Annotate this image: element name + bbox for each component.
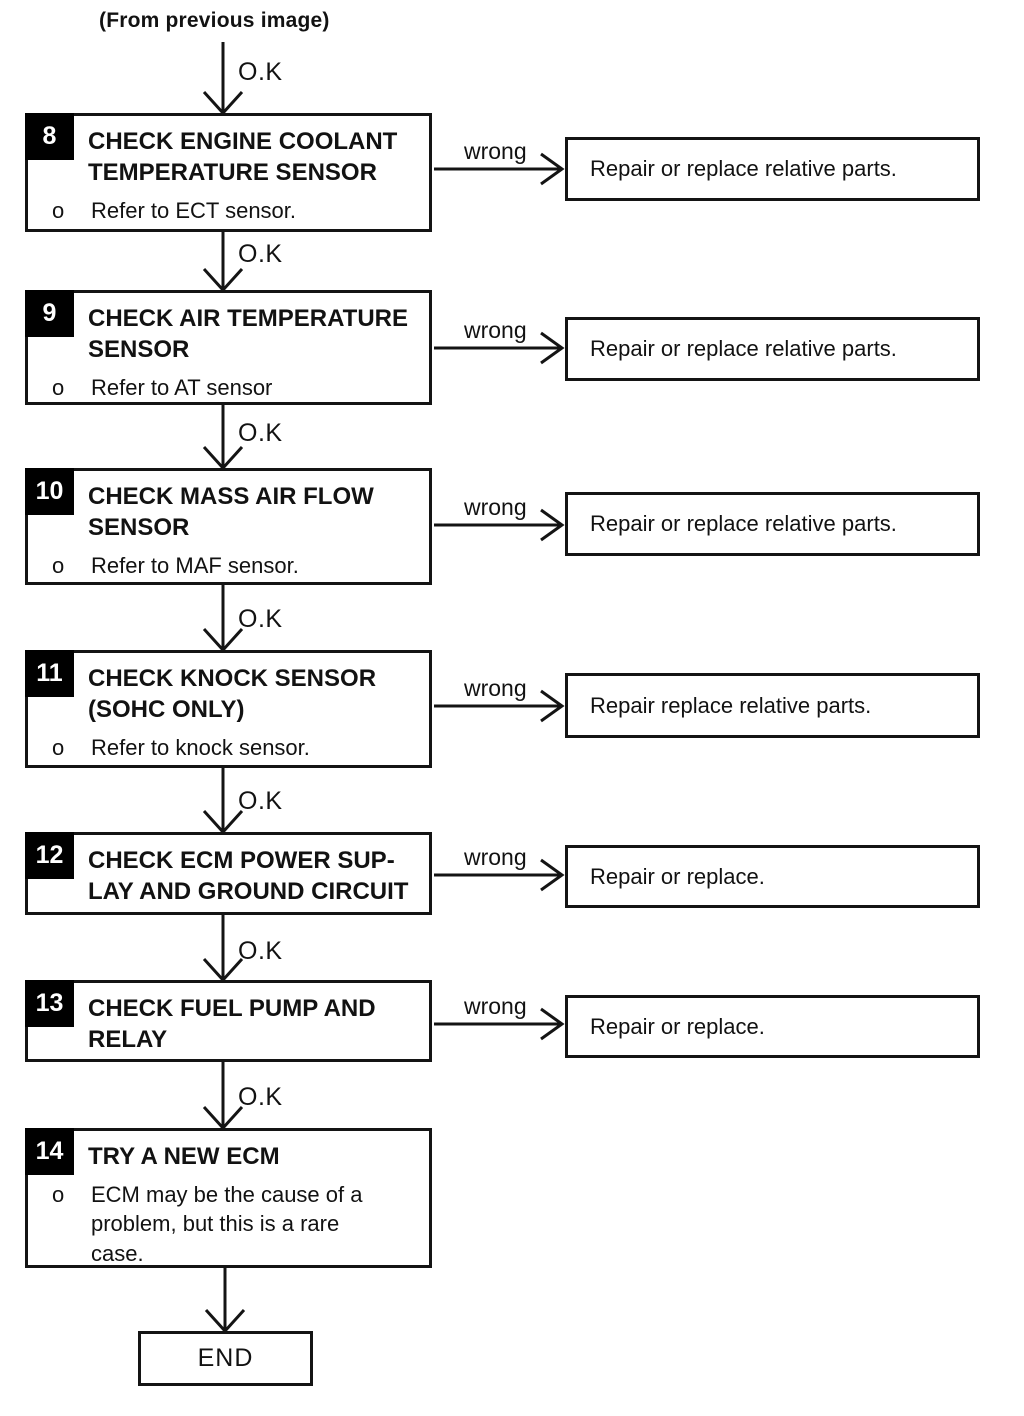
step-note: o Refer to ECT sensor. — [52, 196, 423, 225]
down-arrowhead — [202, 809, 244, 835]
step-number-badge: 8 — [25, 113, 74, 160]
wrong-label-11: wrong — [464, 675, 527, 701]
wrong-label-12: wrong — [464, 844, 527, 870]
step-box-12: 12 CHECK ECM POWER SUP- LAY AND GROUND C… — [25, 832, 432, 915]
action-box-10: Repair or replace relative parts. — [565, 492, 980, 556]
action-box-11: Repair replace relative parts. — [565, 673, 980, 738]
step-number-badge: 9 — [25, 290, 74, 337]
wrong-label-10: wrong — [464, 494, 527, 520]
wrong-label-8: wrong — [464, 138, 527, 164]
right-arrowhead — [540, 508, 565, 542]
step-box-10: 10 CHECK MASS AIR FLOW SENSOR o Refer to… — [25, 468, 432, 585]
step-box-14: 14 TRY A NEW ECM o ECM may be the cause … — [25, 1128, 432, 1268]
step-box-13: 13 CHECK FUEL PUMP AND RELAY — [25, 980, 432, 1062]
bullet-marker: o — [52, 1182, 65, 1208]
step-number-badge: 10 — [25, 468, 74, 515]
down-arrowhead — [202, 267, 244, 293]
right-arrowhead — [540, 1007, 565, 1041]
down-arrowhead — [202, 445, 244, 471]
step-box-9: 9 CHECK AIR TEMPERATURE SENSOR o Refer t… — [25, 290, 432, 405]
step-box-8: 8 CHECK ENGINE COOLANT TEMPERATURE SENSO… — [25, 113, 432, 232]
step-note-text: Refer to MAF sensor. — [91, 553, 299, 579]
down-arrowhead — [202, 90, 244, 116]
from-previous-image-label: (From previous image) — [99, 9, 330, 32]
action-text: Repair replace relative parts. — [590, 692, 872, 718]
step-number-badge: 13 — [25, 980, 74, 1027]
down-arrowhead — [202, 627, 244, 653]
down-arrowhead — [202, 957, 244, 983]
step-note: o Refer to AT sensor — [52, 373, 423, 402]
right-arrowhead — [540, 152, 565, 186]
step-title: CHECK AIR TEMPERATURE SENSOR — [88, 305, 409, 364]
bullet-marker: o — [52, 375, 65, 401]
ok-label-6: O.K — [238, 937, 283, 965]
step-title: CHECK ECM POWER SUP- LAY AND GROUND CIRC… — [88, 847, 409, 906]
ok-label-2: O.K — [238, 240, 283, 268]
step-note-text: ECM may be the cause of a problem, but t… — [91, 1182, 363, 1266]
ok-label-3: O.K — [238, 419, 283, 447]
action-box-9: Repair or replace relative parts. — [565, 317, 980, 381]
down-arrowhead — [204, 1308, 246, 1334]
action-text: Repair or replace. — [590, 863, 765, 889]
step-title: CHECK FUEL PUMP AND RELAY — [88, 995, 376, 1054]
step-title: TRY A NEW ECM — [88, 1143, 280, 1170]
action-text: Repair or replace relative parts. — [590, 336, 897, 361]
step-note-text: Refer to knock sensor. — [91, 735, 310, 761]
action-box-8: Repair or replace relative parts. — [565, 137, 980, 201]
step-box-11: 11 CHECK KNOCK SENSOR (SOHC ONLY) o Refe… — [25, 650, 432, 768]
wrong-label-13: wrong — [464, 993, 527, 1019]
wrong-label-9: wrong — [464, 317, 527, 343]
step-number-badge: 12 — [25, 832, 74, 879]
bullet-marker: o — [52, 735, 65, 761]
ok-label-1: O.K — [238, 58, 283, 86]
step-note: o Refer to knock sensor. — [52, 733, 423, 762]
end-label: END — [197, 1344, 254, 1372]
right-arrowhead — [540, 331, 565, 365]
bullet-marker: o — [52, 553, 65, 579]
bullet-marker: o — [52, 198, 65, 224]
action-text: Repair or replace relative parts. — [590, 511, 897, 536]
action-box-13: Repair or replace. — [565, 995, 980, 1058]
end-box: END — [138, 1331, 313, 1386]
ok-label-7: O.K — [238, 1083, 283, 1111]
step-title: CHECK ENGINE COOLANT TEMPERATURE SENSOR — [88, 128, 398, 187]
ok-label-5: O.K — [238, 787, 283, 815]
step-number-badge: 14 — [25, 1128, 74, 1175]
step-note-text: Refer to AT sensor — [91, 375, 273, 401]
step-title: CHECK KNOCK SENSOR (SOHC ONLY) — [88, 665, 377, 724]
right-arrowhead — [540, 858, 565, 892]
step-title: CHECK MASS AIR FLOW SENSOR — [88, 483, 374, 542]
down-arrowhead — [202, 1105, 244, 1131]
action-box-12: Repair or replace. — [565, 845, 980, 908]
right-arrowhead — [540, 689, 565, 723]
step-note: o ECM may be the cause of a problem, but… — [52, 1180, 423, 1268]
action-text: Repair or replace relative parts. — [590, 156, 897, 181]
action-text: Repair or replace. — [590, 1013, 765, 1039]
ok-label-4: O.K — [238, 605, 283, 633]
step-note-text: Refer to ECT sensor. — [91, 198, 297, 224]
step-number-badge: 11 — [25, 650, 74, 697]
step-note: o Refer to MAF sensor. — [52, 551, 423, 580]
